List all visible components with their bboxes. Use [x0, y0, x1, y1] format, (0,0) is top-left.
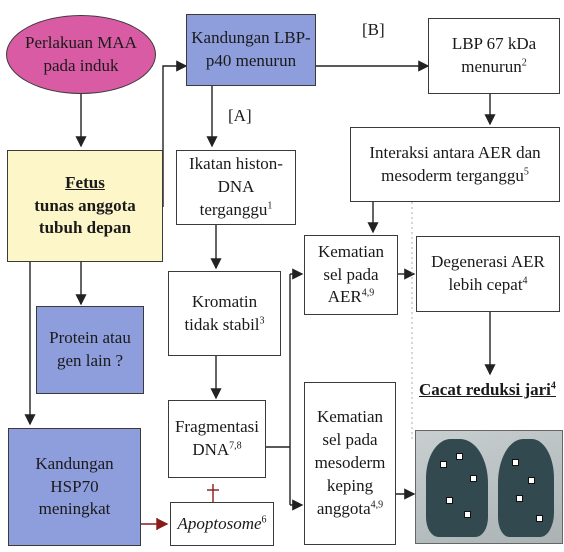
lbp67-label: LBP 67 kDa menurun2: [451, 34, 537, 76]
histon-box: Ikatan histon-DNA terganggu1: [176, 150, 296, 225]
apoptosome-label: Apoptosome6: [177, 513, 267, 533]
fetus-title: Fetus: [65, 172, 105, 192]
hand-image-right: [498, 439, 554, 537]
protein-box: Protein atau gen lain ?: [36, 306, 144, 394]
fetus-box: Fetus tunas anggota tubuh depan: [7, 150, 163, 262]
limb-photo: [415, 430, 563, 544]
hsp70-box: Kandungan HSP70 meningkat: [8, 428, 141, 546]
degenerasi-label: Degenerasi AER lebih cepat4: [431, 252, 545, 294]
label-b: [B]: [362, 20, 385, 39]
kromatin-label: Kromatin tidak stabil3: [184, 291, 265, 334]
histon-label: Ikatan histon-DNA terganggu1: [189, 154, 283, 219]
apoptosome-box: Apoptosome6: [170, 502, 274, 546]
lbp67-box: LBP 67 kDa menurun2: [428, 18, 560, 94]
fragmentasi-label: Fragmentasi DNA7,8: [174, 417, 260, 459]
interaksi-label: Interaksi antara AER dan mesoderm tergan…: [369, 142, 541, 185]
kematian-aer-box: Kematian sel pada AER4,9: [304, 235, 398, 315]
cacat-title: Cacat reduksi jari4: [419, 380, 556, 399]
lbp-p40-box: Kandungan LBP-p40 menurun: [186, 14, 316, 86]
label-a: [A]: [228, 106, 252, 125]
maa-label: Perlakuan MAA pada induk: [25, 32, 137, 75]
kromatin-box: Kromatin tidak stabil3: [168, 271, 281, 356]
fetus-subtitle: tunas anggota tubuh depan: [34, 195, 136, 238]
arrow-fetus-lbp: [162, 60, 188, 207]
maa-ellipse: Perlakuan MAA pada induk: [6, 15, 156, 94]
kematian-mesoderm-label: Kematian sel pada mesoderm keping anggot…: [314, 407, 386, 518]
kematian-aer-label: Kematian sel pada AER4,9: [317, 241, 385, 307]
lbp-p40-label: Kandungan LBP-p40 menurun: [191, 28, 311, 70]
fragmentasi-box: Fragmentasi DNA7,8: [168, 400, 266, 478]
hsp70-label: Kandungan HSP70 meningkat: [35, 453, 114, 519]
degenerasi-box: Degenerasi AER lebih cepat4: [416, 236, 560, 312]
protein-label: Protein atau gen lain ?: [49, 328, 131, 370]
kematian-mesoderm-box: Kematian sel pada mesoderm keping anggot…: [304, 382, 396, 545]
interaksi-box: Interaksi antara AER dan mesoderm tergan…: [350, 127, 560, 202]
